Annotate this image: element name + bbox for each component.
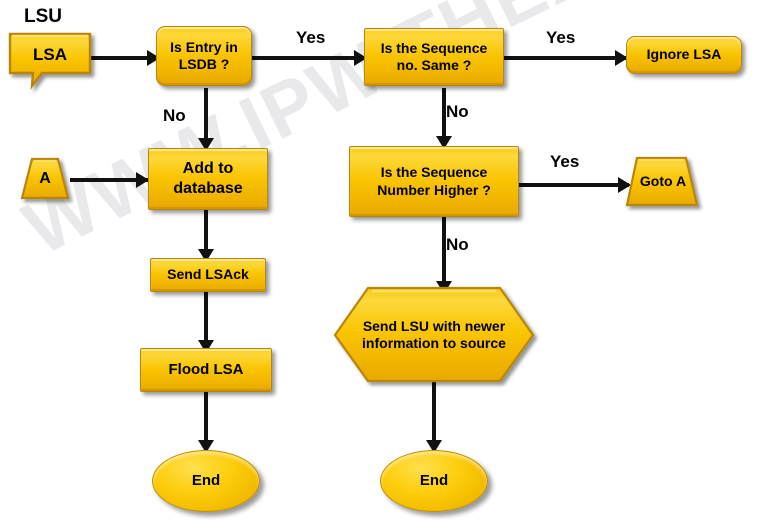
node-lsa-label: LSA bbox=[33, 45, 67, 65]
node-add-to-database[interactable]: Add to database bbox=[148, 148, 268, 210]
node-end-left[interactable]: End bbox=[152, 450, 260, 512]
node-is-entry-in-lsdb-label: Is Entry in LSDB ? bbox=[166, 39, 242, 73]
arrowhead-send-lsu-to-end bbox=[426, 440, 442, 453]
text-line-2: database bbox=[173, 180, 243, 197]
arrowhead-lsdb-to-add bbox=[198, 138, 214, 151]
node-ignore-lsa-label: Ignore LSA bbox=[646, 46, 722, 63]
node-is-sequence-same-label: Is the Sequence no. Same ? bbox=[377, 40, 492, 74]
edge-lsdb-to-add bbox=[204, 88, 208, 146]
edge-flood-to-end bbox=[204, 392, 208, 448]
edge-higher-to-goto-a bbox=[519, 183, 629, 187]
arrowhead-a-to-add bbox=[136, 172, 149, 188]
arrowhead-seq-same-to-ignore bbox=[615, 50, 628, 66]
node-connector-a-label: A bbox=[39, 170, 51, 188]
node-end-right-label: End bbox=[419, 471, 449, 489]
edge-send-lsu-to-end bbox=[432, 382, 436, 448]
text-line-2: information to source bbox=[362, 335, 506, 351]
edge-add-to-lsack bbox=[204, 210, 208, 258]
edge-lsdb-to-seq-same bbox=[252, 56, 367, 60]
node-ignore-lsa[interactable]: Ignore LSA bbox=[626, 36, 742, 74]
node-send-lsu-hexagon[interactable]: Send LSU with newer information to sourc… bbox=[330, 285, 538, 385]
node-flood-lsa[interactable]: Flood LSA bbox=[140, 348, 272, 392]
edge-seq-same-to-ignore bbox=[504, 56, 626, 60]
edge-label-higher-yes: Yes bbox=[550, 152, 580, 171]
text-line-1: Is Entry in bbox=[170, 38, 238, 55]
text-line-2: LSDB ? bbox=[178, 56, 230, 72]
node-end-right[interactable]: End bbox=[380, 450, 488, 512]
arrowhead-seq-same-to-higher bbox=[436, 136, 452, 149]
node-end-left-label: End bbox=[191, 471, 221, 489]
text-line-2: no. Same ? bbox=[396, 57, 472, 73]
node-is-sequence-higher-label: Is the Sequence Number Higher ? bbox=[373, 164, 495, 198]
node-send-lsack[interactable]: Send LSAck bbox=[150, 258, 266, 292]
node-goto-a-label: Goto A bbox=[639, 173, 687, 190]
text-line-1: Is the Sequence bbox=[380, 164, 488, 181]
edge-label-seq-same-yes: Yes bbox=[546, 28, 576, 47]
node-lsa[interactable]: LSA bbox=[8, 32, 92, 90]
edge-label-higher-no: No bbox=[446, 235, 469, 254]
node-send-lsu-label: Send LSU with newer information to sourc… bbox=[358, 318, 510, 352]
edge-label-lsdb-no: No bbox=[163, 106, 186, 125]
edge-label-seq-same-no: No bbox=[446, 102, 469, 121]
edge-higher-to-send-lsu bbox=[442, 217, 446, 289]
text-line-2: Number Higher ? bbox=[377, 181, 491, 198]
node-flood-lsa-label: Flood LSA bbox=[168, 360, 244, 378]
arrowhead-higher-to-goto-a bbox=[618, 177, 631, 193]
node-connector-a[interactable]: A bbox=[18, 156, 72, 202]
edge-seq-same-to-higher bbox=[442, 88, 446, 144]
node-is-sequence-same[interactable]: Is the Sequence no. Same ? bbox=[364, 28, 504, 86]
edge-lsack-to-flood bbox=[204, 292, 208, 348]
node-goto-a[interactable]: Goto A bbox=[624, 155, 702, 211]
arrowhead-lsdb-to-seq-same bbox=[354, 50, 367, 66]
edge-a-to-add bbox=[70, 178, 148, 182]
text-line-1: Send LSU with newer bbox=[362, 317, 506, 334]
arrowhead-flood-to-end bbox=[198, 440, 214, 453]
text-line-1: Add to bbox=[182, 160, 234, 178]
edge-lsa-to-lsdb bbox=[86, 56, 158, 60]
text-line-1: Is the Sequence bbox=[380, 39, 488, 56]
lsu-label: LSU bbox=[24, 6, 62, 27]
edge-label-lsdb-yes: Yes bbox=[296, 28, 326, 47]
node-add-to-database-label: Add to database bbox=[169, 159, 246, 198]
node-send-lsack-label: Send LSAck bbox=[167, 266, 249, 283]
node-is-entry-in-lsdb[interactable]: Is Entry in LSDB ? bbox=[156, 26, 252, 86]
node-is-sequence-higher[interactable]: Is the Sequence Number Higher ? bbox=[349, 146, 519, 217]
